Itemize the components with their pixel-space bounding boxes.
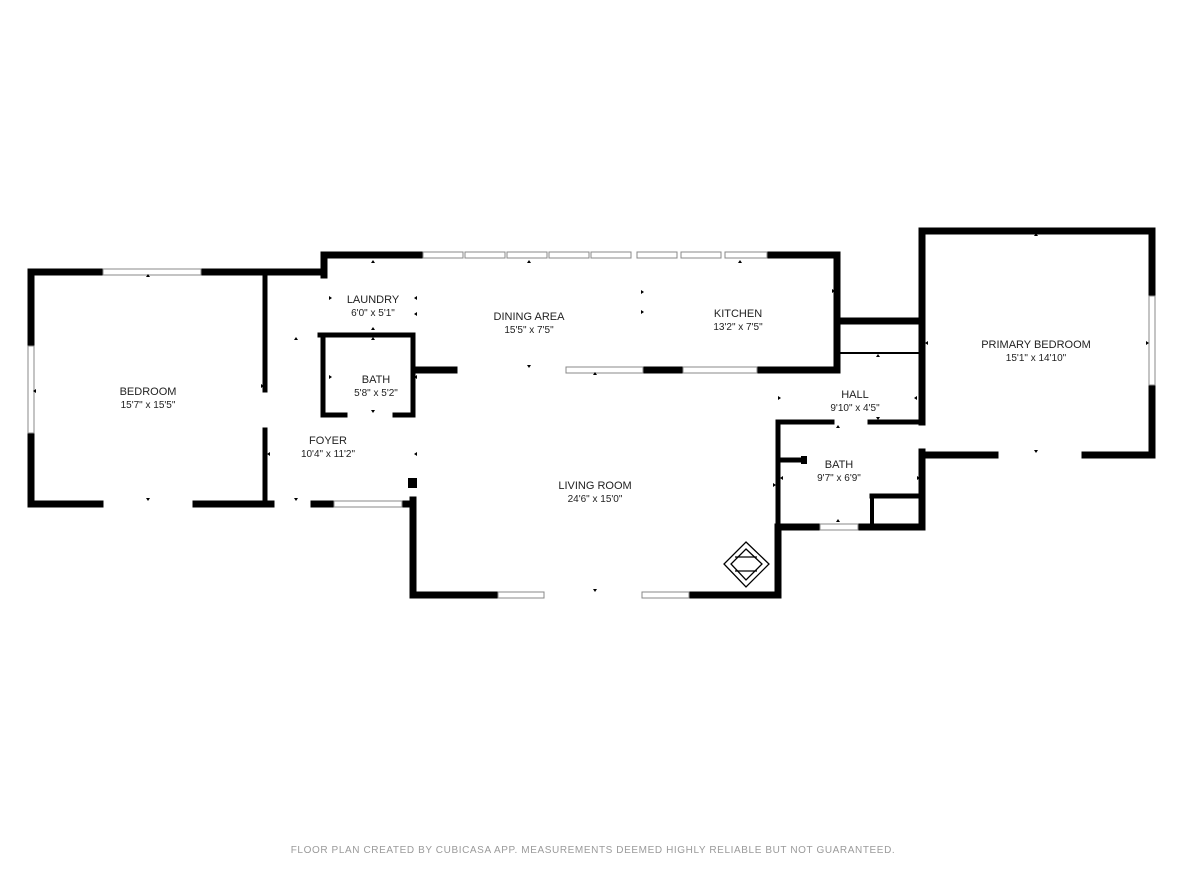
marker <box>371 327 375 330</box>
window-top-2 <box>464 251 506 259</box>
bedroom-dims: 15'7" x 15'5" <box>121 400 176 411</box>
primary-bedroom-dims: 15'1" x 14'10" <box>1006 353 1067 364</box>
marker <box>414 312 417 316</box>
marker <box>836 425 840 428</box>
dining-name: DINING AREA <box>494 311 566 323</box>
hall-dims: 9'10" x 4'5" <box>830 403 880 414</box>
marker <box>527 365 531 368</box>
walls <box>27 227 1156 599</box>
marker <box>836 519 840 522</box>
window-top-8 <box>724 251 768 259</box>
laundry-dims: 6'0" x 5'1" <box>351 308 395 319</box>
column-hall-left <box>801 456 807 464</box>
marker <box>641 290 644 294</box>
laundry-name: LAUNDRY <box>347 294 400 306</box>
marker <box>414 452 417 456</box>
window-bath-bottom <box>819 523 859 531</box>
window-dining-bottom-1 <box>565 366 644 374</box>
marker <box>329 296 332 300</box>
column-foyer <box>408 478 417 488</box>
room-labels: BEDROOM 15'7" x 15'5" LAUNDRY 6'0" x 5'1… <box>120 294 1091 505</box>
marker <box>925 341 928 345</box>
marker <box>267 452 270 456</box>
marker <box>527 260 531 263</box>
marker <box>371 260 375 263</box>
window-top-4 <box>548 251 590 259</box>
disclaimer-text: FLOOR PLAN CREATED BY CUBICASA APP. MEAS… <box>290 845 896 856</box>
window-top-7 <box>680 251 722 259</box>
dining-dims: 15'5" x 7'5" <box>504 325 554 336</box>
marker <box>1034 450 1038 453</box>
window-primary-right <box>1148 295 1156 386</box>
hall-name: HALL <box>841 389 869 401</box>
right-bath-name: BATH <box>825 459 854 471</box>
marker <box>33 389 36 393</box>
marker <box>593 372 597 375</box>
living-name: LIVING ROOM <box>558 480 631 492</box>
kitchen-name: KITCHEN <box>714 308 762 320</box>
marker <box>371 410 375 413</box>
marker <box>773 483 776 487</box>
column-primary-stub <box>919 353 923 359</box>
living-dims: 24'6" x 15'0" <box>568 494 623 505</box>
marker <box>876 417 880 420</box>
marker <box>146 274 150 277</box>
marker <box>414 296 417 300</box>
marker <box>832 289 835 293</box>
marker <box>914 396 917 400</box>
marker <box>1146 341 1149 345</box>
marker <box>780 476 783 480</box>
window-bedroom-left <box>27 345 35 434</box>
marker <box>593 589 597 592</box>
marker <box>294 337 298 340</box>
window-bedroom-top <box>102 268 202 276</box>
window-living-bottom-2 <box>641 591 690 599</box>
window-dining-bottom-2 <box>682 366 758 374</box>
marker <box>371 337 375 340</box>
marker <box>917 476 920 480</box>
marker <box>1034 233 1038 236</box>
right-bath-dims: 9'7" x 6'9" <box>817 473 861 484</box>
fireplace-icon <box>723 541 770 588</box>
marker <box>641 310 644 314</box>
marker <box>876 354 880 357</box>
primary-bedroom-name: PRIMARY BEDROOM <box>981 339 1091 351</box>
small-bath-name: BATH <box>362 374 391 386</box>
foyer-dims: 10'4" x 11'2" <box>301 449 356 460</box>
marker <box>329 375 332 379</box>
marker <box>261 384 264 388</box>
window-top-6 <box>636 251 678 259</box>
window-foyer-bottom <box>333 500 403 508</box>
opening-markers <box>33 233 1149 592</box>
kitchen-dims: 13'2" x 7'5" <box>713 322 763 333</box>
marker <box>414 375 417 379</box>
window-top-5 <box>590 251 632 259</box>
window-living-bottom-1 <box>497 591 545 599</box>
foyer-name: FOYER <box>309 435 347 447</box>
columns <box>408 353 923 488</box>
window-top-3 <box>506 251 548 259</box>
window-top-1 <box>422 251 464 259</box>
marker <box>738 260 742 263</box>
marker <box>778 396 781 400</box>
marker <box>294 498 298 501</box>
bedroom-name: BEDROOM <box>120 386 177 398</box>
small-bath-dims: 5'8" x 5'2" <box>354 388 398 399</box>
windows <box>27 251 1156 599</box>
marker <box>146 498 150 501</box>
